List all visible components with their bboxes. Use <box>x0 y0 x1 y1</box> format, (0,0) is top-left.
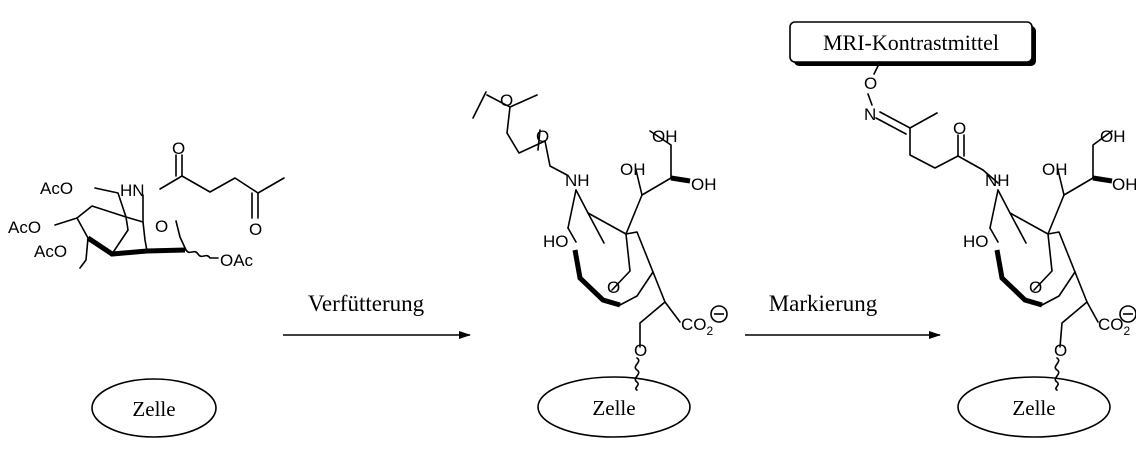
oac-label: OAc <box>220 251 254 270</box>
carboxylate-label: CO2 <box>1098 315 1131 338</box>
linkage-oxygen-label: O <box>634 341 647 360</box>
ring-oxygen-label: O <box>1029 278 1042 297</box>
aco-label-2: AcO <box>8 218 41 237</box>
ketone-oxygen-label: O <box>500 91 513 110</box>
oh-label-1: OH <box>652 127 678 146</box>
step1-label: Verfütterung <box>308 291 425 316</box>
contrast-agent-label: MRI-Kontrastmittel <box>823 30 999 55</box>
oh-label-2: OH <box>1042 160 1068 179</box>
ring-oxygen-label: O <box>607 278 620 297</box>
amide-oxygen-label: O <box>536 127 549 146</box>
carboxylate-label: CO2 <box>681 315 714 338</box>
aco-label-1: AcO <box>40 179 73 198</box>
molecule-3-labeled-sialic-acid: MRI-Kontrastmittel O N O NH HO OH OH OH … <box>789 21 1136 391</box>
cell-label-3: Zelle <box>1012 396 1055 420</box>
negative-charge-icon <box>710 305 728 323</box>
contrast-agent-box: MRI-Kontrastmittel <box>789 21 1036 66</box>
cell-ellipse-1 <box>91 378 217 438</box>
oxime-oxygen-label: O <box>864 74 877 93</box>
amide-oxygen-label: O <box>953 119 966 138</box>
hn-label: HN <box>120 181 145 200</box>
ho-label: HO <box>543 232 569 251</box>
ho-label: HO <box>963 232 989 251</box>
ketone-oxygen-label: O <box>249 220 262 239</box>
oxime-nitrogen-label: N <box>864 105 876 124</box>
nh-label: NH <box>985 171 1010 190</box>
amide-oxygen-label: O <box>172 139 185 158</box>
molecule-1-manlev: AcO AcO AcO OAc HN O O O <box>8 139 285 270</box>
oh-label-1: OH <box>1100 127 1126 146</box>
cell-label-1: Zelle <box>132 397 175 421</box>
oh-label-3: OH <box>691 175 717 194</box>
aco-label-3: AcO <box>34 242 67 261</box>
ring-oxygen-label: O <box>155 217 168 236</box>
cell-label-2: Zelle <box>592 396 635 420</box>
oh-label-2: OH <box>620 160 646 179</box>
step2-label: Markierung <box>769 291 878 316</box>
molecule-2-sialic-acid: O O NH HO OH OH OH O O CO2 <box>472 91 728 391</box>
nh-label: NH <box>565 171 590 190</box>
negative-charge-icon <box>1119 305 1136 323</box>
oh-label-3: OH <box>1112 175 1136 194</box>
cell-ellipse-3 <box>957 376 1111 438</box>
linkage-oxygen-label: O <box>1054 341 1067 360</box>
cell-ellipse-2 <box>537 376 691 438</box>
